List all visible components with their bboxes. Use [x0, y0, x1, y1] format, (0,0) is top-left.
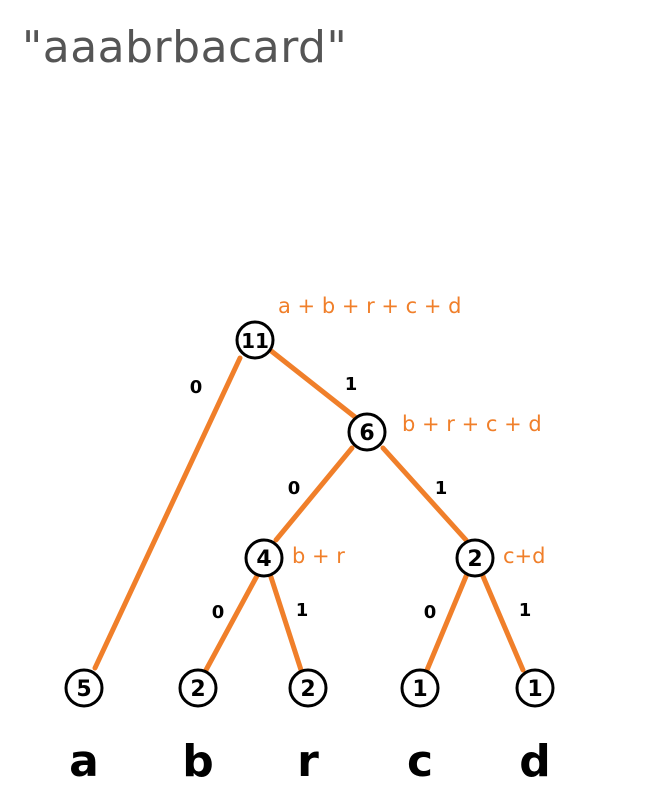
leaf-c: 1 [400, 668, 440, 708]
node-n6: 6 [347, 412, 387, 452]
leaf-d-value: 1 [527, 677, 542, 702]
leaf-a: 5 [64, 668, 104, 708]
node-root: 11 [235, 320, 275, 360]
edge-label-n4-b: 0 [212, 602, 225, 623]
edge-label-root-a: 0 [190, 377, 203, 398]
leaf-r-value: 2 [300, 677, 315, 702]
edge-label-root-n6: 1 [345, 374, 358, 395]
edge-n4-b [203, 571, 261, 673]
leaf-c-letter: c [407, 736, 433, 787]
edge-n2-d [479, 571, 526, 673]
edge-label-n4-r: 1 [296, 600, 309, 621]
node-root-value: 11 [241, 329, 269, 353]
node-n6-value: 6 [359, 421, 374, 446]
node-n2-label: c+d [503, 544, 545, 568]
title: "aaabrbacard" [22, 22, 348, 73]
leaf-d: 1 [515, 668, 555, 708]
edge-root-a [92, 355, 243, 671]
leaf-a-letter: a [69, 736, 99, 787]
edge-label-n6-n2: 1 [435, 478, 448, 499]
edge-n2-c [424, 571, 470, 673]
node-n4: 4 [244, 538, 284, 578]
edge-n6-n2 [380, 445, 469, 543]
leaf-b: 2 [178, 668, 218, 708]
edge-label-n6-n4: 0 [288, 478, 301, 499]
edge-root-n6 [267, 347, 358, 420]
leaf-r-letter: r [297, 736, 319, 787]
node-n4-value: 4 [256, 547, 271, 572]
leaf-c-value: 1 [412, 677, 427, 702]
leaf-a-value: 5 [76, 677, 91, 702]
edge-n6-n4 [273, 445, 355, 543]
edge-n4-r [267, 571, 304, 673]
edge-label-n2-d: 1 [519, 600, 532, 621]
leaf-d-letter: d [519, 736, 551, 787]
node-n2-value: 2 [467, 547, 482, 572]
node-root-label: a + b + r + c + d [278, 294, 462, 318]
node-n6-label: b + r + c + d [402, 412, 542, 436]
leaf-r: 2 [288, 668, 328, 708]
edge-label-n2-c: 0 [424, 602, 437, 623]
leaf-b-value: 2 [190, 677, 205, 702]
node-n2: 2 [455, 538, 495, 578]
node-n4-label: b + r [292, 544, 345, 568]
leaf-b-letter: b [182, 736, 214, 787]
